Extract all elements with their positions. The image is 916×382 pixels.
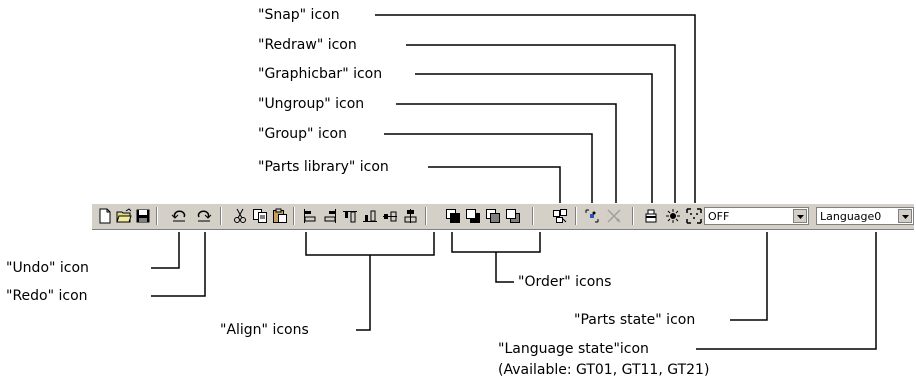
bring-to-front-icon[interactable] [445,208,461,224]
align-right-icon[interactable] [322,208,338,224]
align-bottom-icon[interactable] [362,208,378,224]
new-file-icon[interactable] [97,208,113,224]
chevron-down-icon[interactable] [898,209,912,223]
align-horizontal-center-icon[interactable] [382,208,398,224]
language-state-callout: "Language state"icon [498,341,649,357]
align-top-icon[interactable] [342,208,358,224]
graphicbar-callout: "Graphicbar" icon [258,66,383,82]
parts-state-value: OFF [708,210,730,223]
ungroup-icon[interactable] [606,208,622,224]
toolbar-separator [293,207,295,225]
toolbar-separator [575,207,577,225]
order-callout: "Order" icons [518,274,612,290]
redraw-icon[interactable] [665,208,681,224]
parts-library-callout: "Parts library" icon [258,159,389,175]
open-file-icon[interactable] [116,208,132,224]
redo-callout: "Redo" icon [6,288,88,304]
parts-state-callout: "Parts state" icon [574,312,696,328]
send-backward-icon[interactable] [505,208,521,224]
toolbar-separator [156,207,158,225]
group-callout: "Group" icon [258,126,347,142]
send-to-back-icon[interactable] [465,208,481,224]
graphicbar-icon[interactable] [643,208,659,224]
toolbar-separator [425,207,427,225]
language-state-select[interactable]: Language0 [816,207,914,225]
group-icon[interactable] [584,208,600,224]
parts-library-icon[interactable] [552,208,568,224]
chevron-down-icon[interactable] [793,209,807,223]
align-callout: "Align" icons [220,322,309,338]
save-icon[interactable] [135,208,151,224]
toolbar-separator [632,207,634,225]
redo-icon[interactable] [196,208,212,224]
redraw-callout: "Redraw" icon [258,37,357,53]
toolbar-separator [532,207,534,225]
ungroup-callout: "Ungroup" icon [258,96,365,112]
copy-icon[interactable] [252,208,268,224]
language-state-value: Language0 [820,210,882,223]
undo-icon[interactable] [171,208,187,224]
bring-forward-icon[interactable] [485,208,501,224]
align-left-icon[interactable] [302,208,318,224]
cut-icon[interactable] [232,208,248,224]
parts-state-select[interactable]: OFF [704,207,809,225]
toolbar: OFF Language0 [92,203,914,230]
language-available-note: (Available: GT01, GT11, GT21) [498,362,710,378]
snap-callout: "Snap" icon [258,7,340,23]
paste-icon[interactable] [272,208,288,224]
undo-callout: "Undo" icon [6,260,89,276]
toolbar-separator [220,207,222,225]
align-vertical-center-icon[interactable] [402,208,418,224]
snap-icon[interactable] [686,208,702,224]
